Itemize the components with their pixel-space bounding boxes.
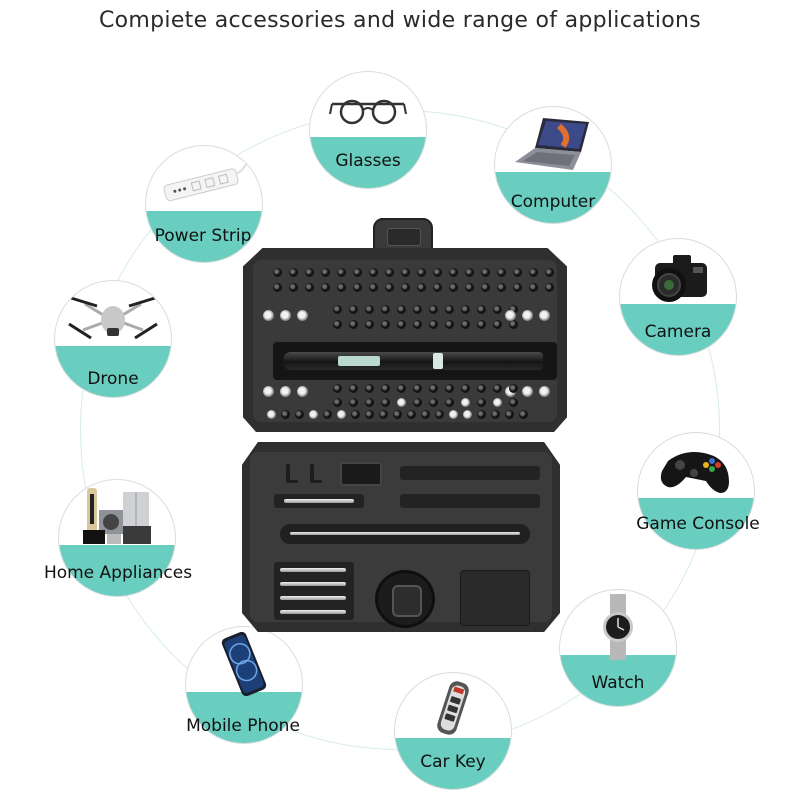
flexible-shaft (290, 532, 520, 535)
app-label-game-console: Game Console (636, 514, 760, 534)
app-circle-car-key (394, 672, 512, 790)
label-band (59, 544, 175, 596)
label-band (310, 136, 426, 188)
smartphone-icon (186, 631, 302, 697)
app-circle-camera (619, 238, 737, 356)
long-bit (280, 582, 346, 586)
accessory-tray (250, 452, 552, 628)
bit-rows-bottom (267, 410, 528, 419)
label-band (495, 171, 611, 223)
app-label-power-strip: Power Strip (154, 226, 252, 246)
app-circle-computer (494, 106, 612, 224)
app-circle-mobile-phone (185, 626, 303, 744)
label-band (620, 303, 736, 355)
app-circle-power-strip (145, 145, 263, 263)
glasses-icon (310, 82, 426, 138)
app-label-watch: Watch (591, 673, 645, 693)
label-band (146, 210, 262, 262)
label-band (395, 737, 511, 789)
app-label-glasses: Glasses (335, 151, 401, 171)
ratchet-wrench (375, 570, 435, 628)
app-label-mobile-phone: Mobile Phone (186, 716, 300, 736)
app-label-home-appliances: Home Appliances (43, 563, 193, 583)
storage-compartment (460, 570, 530, 626)
app-label-drone: Drone (87, 369, 139, 389)
screwdriver-handle (283, 352, 543, 370)
handle-slot (273, 342, 557, 380)
label-band (560, 654, 676, 706)
app-label-computer: Computer (510, 192, 596, 212)
camera-icon (620, 249, 736, 305)
app-circle-glasses (309, 71, 427, 189)
case-clasp (373, 218, 433, 252)
power-strip-icon (146, 156, 262, 212)
app-circle-drone (54, 280, 172, 398)
app-circle-game-console (637, 432, 755, 550)
long-bit (280, 568, 346, 572)
app-circle-home-appliances (58, 479, 176, 597)
toolkit-lid (243, 248, 567, 432)
laptop-icon (495, 117, 611, 173)
toolkit-tray (242, 442, 560, 632)
watch-icon (560, 594, 676, 660)
socket-group-lower-left (263, 386, 308, 397)
app-circle-watch (559, 589, 677, 707)
bit-rows-middle (333, 305, 518, 329)
gamepad-icon (638, 443, 754, 499)
app-label-camera: Camera (644, 322, 712, 342)
socket-group-right (505, 310, 550, 321)
label-band (638, 497, 754, 549)
drone-icon (55, 291, 171, 347)
socket-group-left (263, 310, 308, 321)
appliances-icon (59, 486, 175, 546)
app-label-car-key: Car Key (420, 752, 486, 772)
long-bit (280, 596, 346, 600)
extension-bar (284, 499, 354, 503)
label-band (186, 691, 302, 743)
label-band (55, 345, 171, 397)
bit-tray-top (253, 260, 557, 422)
car-key-icon (395, 677, 511, 739)
page-title: Compiete accessories and wide range of a… (98, 8, 702, 33)
bit-rows-upper (273, 268, 554, 292)
bit-rows-lower (333, 384, 518, 407)
long-bit (280, 610, 346, 614)
